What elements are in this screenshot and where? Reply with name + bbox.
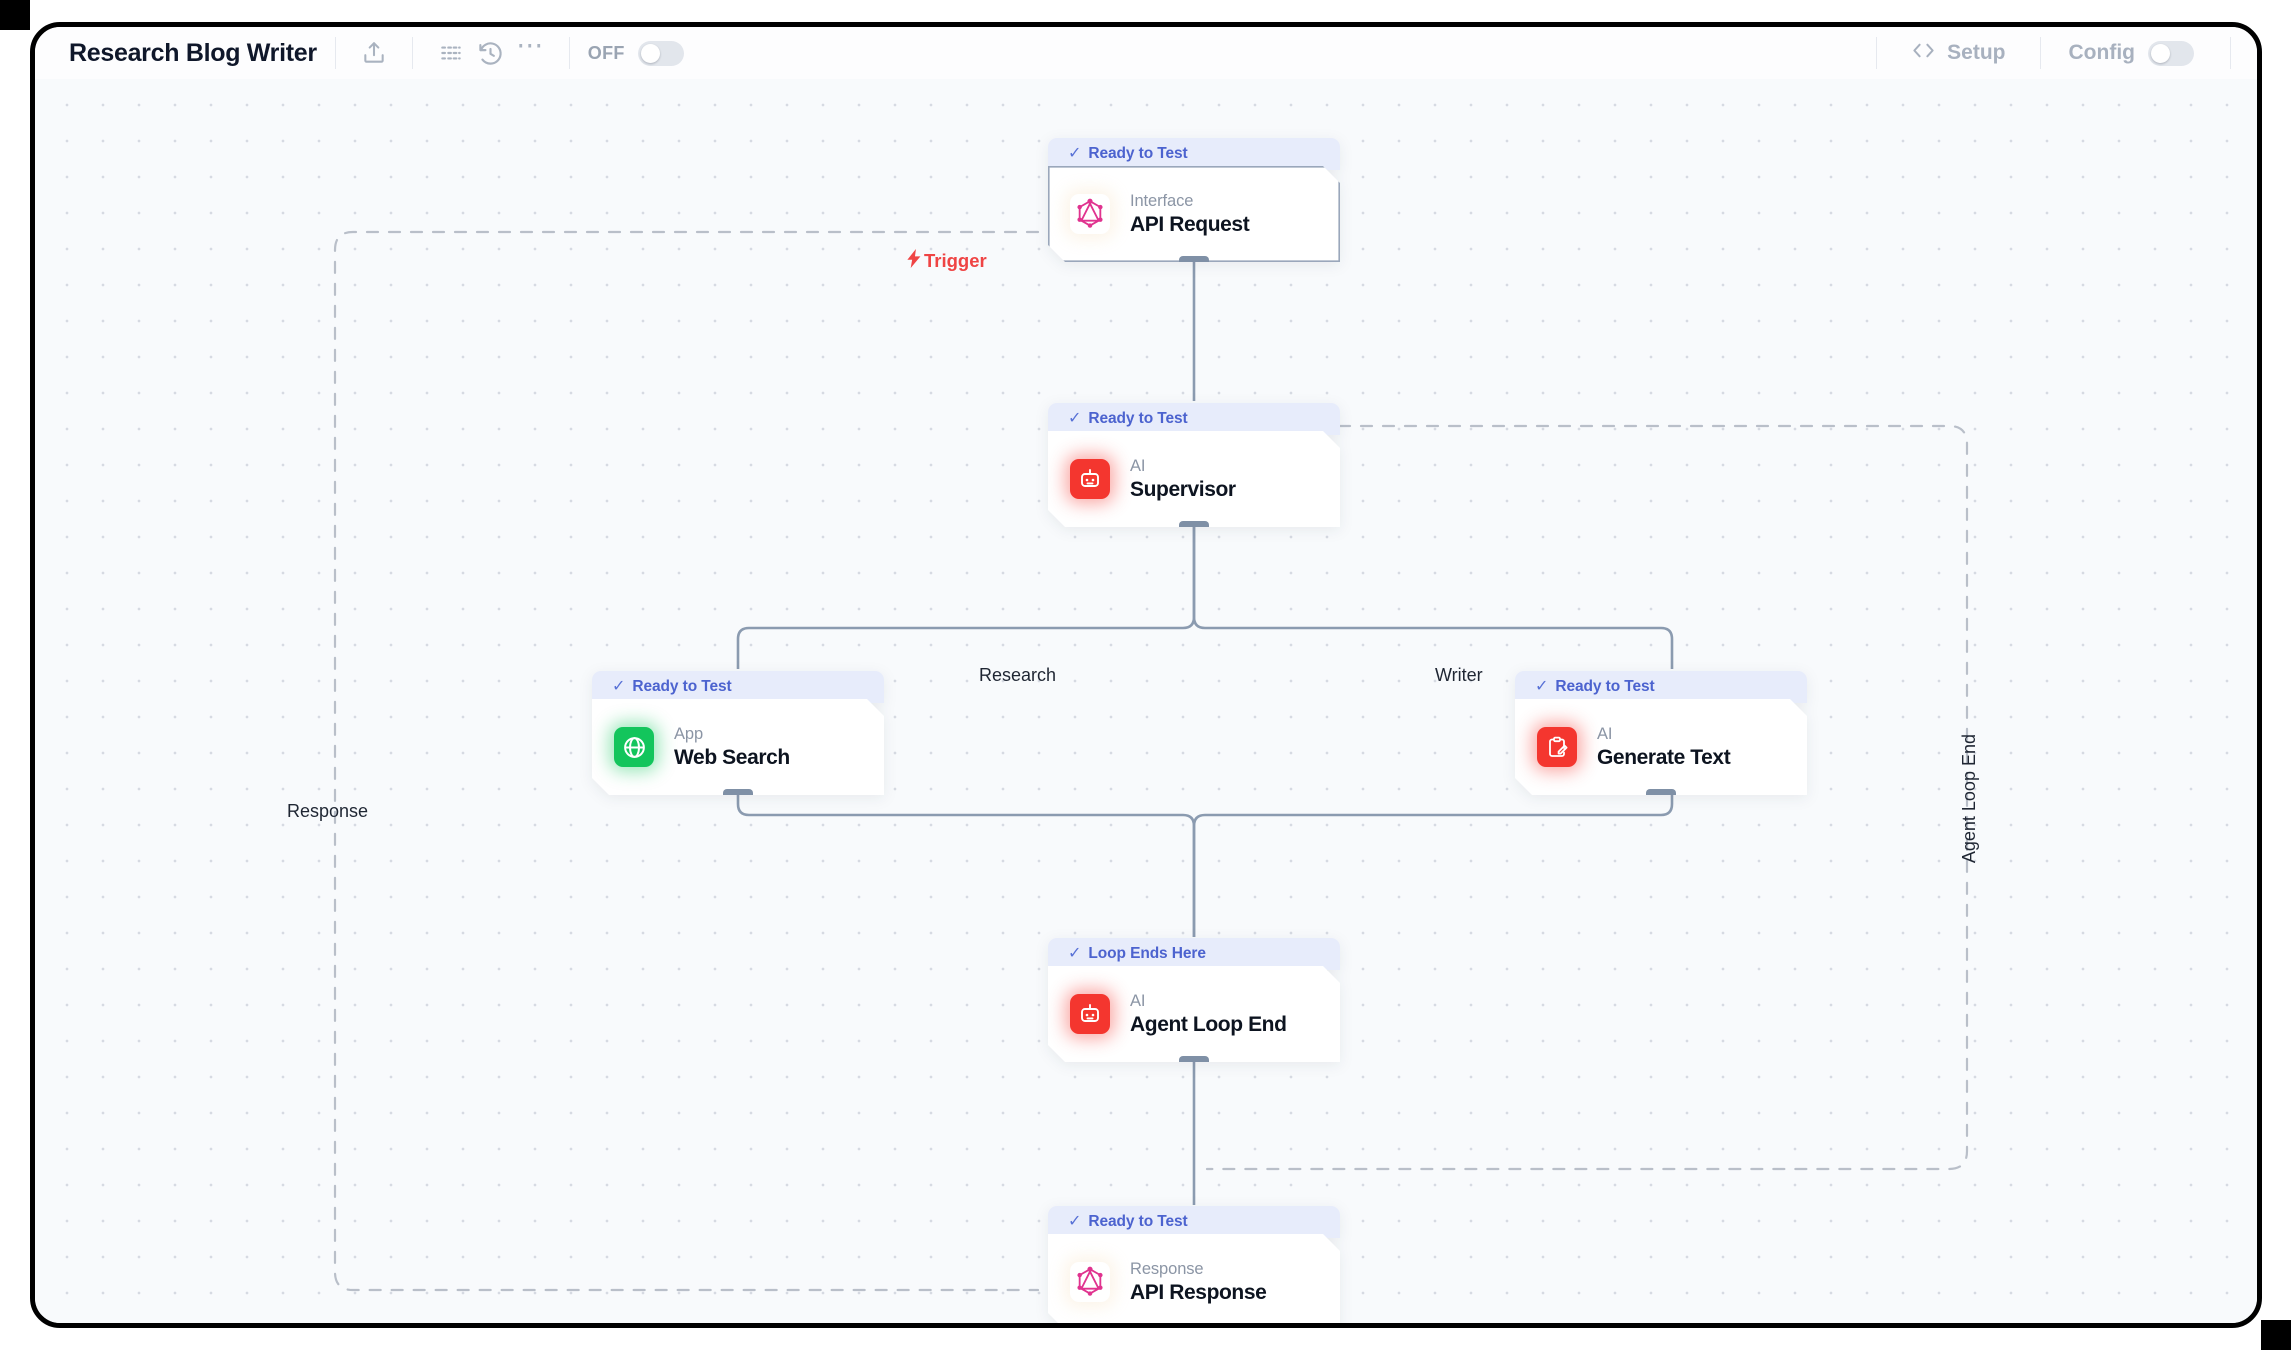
node-supervisor[interactable]: ✓ Ready to Test AI Supervisor bbox=[1048, 399, 1340, 527]
node-generate-text[interactable]: ✓ Ready to Test AI Generate Text bbox=[1515, 667, 1807, 795]
robot-icon bbox=[1070, 994, 1110, 1034]
header-divider-6 bbox=[2230, 37, 2231, 69]
node-name-label: Web Search bbox=[674, 745, 790, 769]
connection-edges bbox=[333, 230, 1969, 1292]
node-body[interactable]: Response API Response bbox=[1048, 1234, 1340, 1323]
node-status-label: Ready to Test bbox=[1088, 1213, 1188, 1230]
node-web-search[interactable]: ✓ Ready to Test App Web Search bbox=[592, 667, 884, 795]
header-divider-4 bbox=[1876, 37, 1878, 69]
workflow-header-toolbar: Research Blog Writer ⋯ bbox=[35, 27, 2257, 79]
history-icon[interactable] bbox=[471, 33, 511, 73]
node-name-label: API Response bbox=[1130, 1280, 1267, 1304]
node-body[interactable]: Interface API Request bbox=[1048, 166, 1340, 262]
check-icon: ✓ bbox=[1068, 410, 1082, 427]
config-toggle[interactable]: Config bbox=[2059, 40, 2212, 66]
edge-label-response: Response bbox=[287, 801, 369, 821]
node-text-group: Response API Response bbox=[1130, 1260, 1266, 1305]
power-switch[interactable] bbox=[637, 40, 684, 66]
setup-button-label: Setup bbox=[1947, 41, 2006, 64]
more-dots-glyph: ⋯ bbox=[516, 30, 546, 60]
bolt-icon bbox=[907, 249, 922, 273]
node-status-label: Ready to Test bbox=[1088, 410, 1188, 427]
workflow-canvas[interactable]: Trigger Research Writer Response Agent L… bbox=[35, 79, 2257, 1323]
edge-label-trigger-text: Trigger bbox=[924, 250, 987, 271]
power-toggle-label: OFF bbox=[587, 42, 625, 63]
check-icon: ✓ bbox=[1068, 1213, 1082, 1230]
power-toggle[interactable]: OFF bbox=[587, 40, 684, 66]
node-handle-bottom[interactable] bbox=[723, 789, 753, 800]
setup-button[interactable]: Setup bbox=[1895, 41, 2021, 66]
config-switch[interactable] bbox=[2148, 40, 2194, 66]
node-name-label: Generate Text bbox=[1597, 745, 1731, 769]
node-kind-label: AI bbox=[1130, 991, 1146, 1010]
node-api-request[interactable]: ✓ Ready to Test bbox=[1048, 134, 1340, 262]
node-agent-loop-end[interactable]: ✓ Loop Ends Here AI Agent Loop End bbox=[1048, 934, 1340, 1062]
node-status-bar: ✓ Ready to Test bbox=[1048, 1206, 1340, 1238]
graphql-icon bbox=[1070, 1262, 1110, 1302]
node-text-group: Interface API Request bbox=[1130, 192, 1249, 237]
node-kind-label: AI bbox=[1597, 724, 1613, 743]
app-window-frame: Research Blog Writer ⋯ bbox=[30, 22, 2262, 1328]
node-handle-bottom[interactable] bbox=[1179, 521, 1209, 532]
share-icon[interactable] bbox=[354, 33, 394, 73]
corner-mark-top-left bbox=[0, 0, 30, 30]
node-status-bar: ✓ Ready to Test bbox=[1048, 403, 1340, 435]
node-body[interactable]: AI Agent Loop End bbox=[1048, 966, 1340, 1062]
node-kind-label: Response bbox=[1130, 1259, 1204, 1278]
node-status-label: Ready to Test bbox=[632, 678, 732, 695]
node-status-bar: ✓ Ready to Test bbox=[1515, 671, 1807, 703]
graphql-icon bbox=[1070, 194, 1110, 234]
node-text-group: AI Supervisor bbox=[1130, 457, 1236, 502]
node-body[interactable]: App Web Search bbox=[592, 699, 884, 795]
edge-label-research: Research bbox=[979, 665, 1057, 685]
node-status-label: Ready to Test bbox=[1555, 678, 1655, 695]
node-handle-bottom[interactable] bbox=[1179, 256, 1209, 267]
node-status-bar: ✓ Ready to Test bbox=[592, 671, 884, 703]
node-handle-bottom[interactable] bbox=[1646, 789, 1676, 800]
check-icon: ✓ bbox=[1068, 145, 1082, 162]
more-icon[interactable]: ⋯ bbox=[511, 30, 551, 73]
globe-icon bbox=[614, 727, 654, 767]
node-status-bar: ✓ Loop Ends Here bbox=[1048, 938, 1340, 970]
node-kind-label: Interface bbox=[1130, 191, 1194, 210]
node-handle-bottom[interactable] bbox=[1179, 1056, 1209, 1067]
header-right-group: Setup Config bbox=[1858, 37, 2257, 69]
node-body[interactable]: AI Supervisor bbox=[1048, 431, 1340, 527]
node-name-label: Supervisor bbox=[1130, 477, 1236, 501]
node-status-bar: ✓ Ready to Test bbox=[1048, 138, 1340, 170]
node-status-label: Loop Ends Here bbox=[1088, 945, 1206, 962]
node-status-label: Ready to Test bbox=[1088, 145, 1188, 162]
node-text-group: App Web Search bbox=[674, 725, 790, 770]
header-divider-3 bbox=[568, 37, 570, 69]
node-text-group: AI Agent Loop End bbox=[1130, 992, 1287, 1037]
workflow-title: Research Blog Writer bbox=[69, 38, 317, 67]
node-text-group: AI Generate Text bbox=[1597, 725, 1730, 770]
config-toggle-label: Config bbox=[2068, 41, 2135, 64]
edge-label-writer: Writer bbox=[1435, 665, 1483, 685]
edge-label-agent-loop-end: Agent Loop End bbox=[1959, 734, 1979, 864]
check-icon: ✓ bbox=[1068, 945, 1082, 962]
corner-mark-bottom-right bbox=[2261, 1320, 2291, 1350]
code-brackets-icon bbox=[1911, 41, 1936, 66]
node-kind-label: App bbox=[674, 724, 704, 743]
clipboard-pencil-icon bbox=[1537, 727, 1577, 767]
header-divider-2 bbox=[411, 37, 413, 69]
check-icon: ✓ bbox=[612, 678, 626, 695]
edge-label-trigger: Trigger bbox=[907, 249, 987, 273]
node-body[interactable]: AI Generate Text bbox=[1515, 699, 1807, 795]
list-icon[interactable] bbox=[431, 33, 471, 73]
check-icon: ✓ bbox=[1535, 678, 1549, 695]
robot-icon bbox=[1070, 459, 1110, 499]
node-kind-label: AI bbox=[1130, 456, 1146, 475]
header-divider-1 bbox=[334, 37, 336, 69]
node-name-label: Agent Loop End bbox=[1130, 1012, 1287, 1036]
header-divider-5 bbox=[2039, 37, 2041, 69]
node-name-label: API Request bbox=[1130, 212, 1250, 236]
node-api-response[interactable]: ✓ Ready to Test bbox=[1048, 1202, 1340, 1323]
